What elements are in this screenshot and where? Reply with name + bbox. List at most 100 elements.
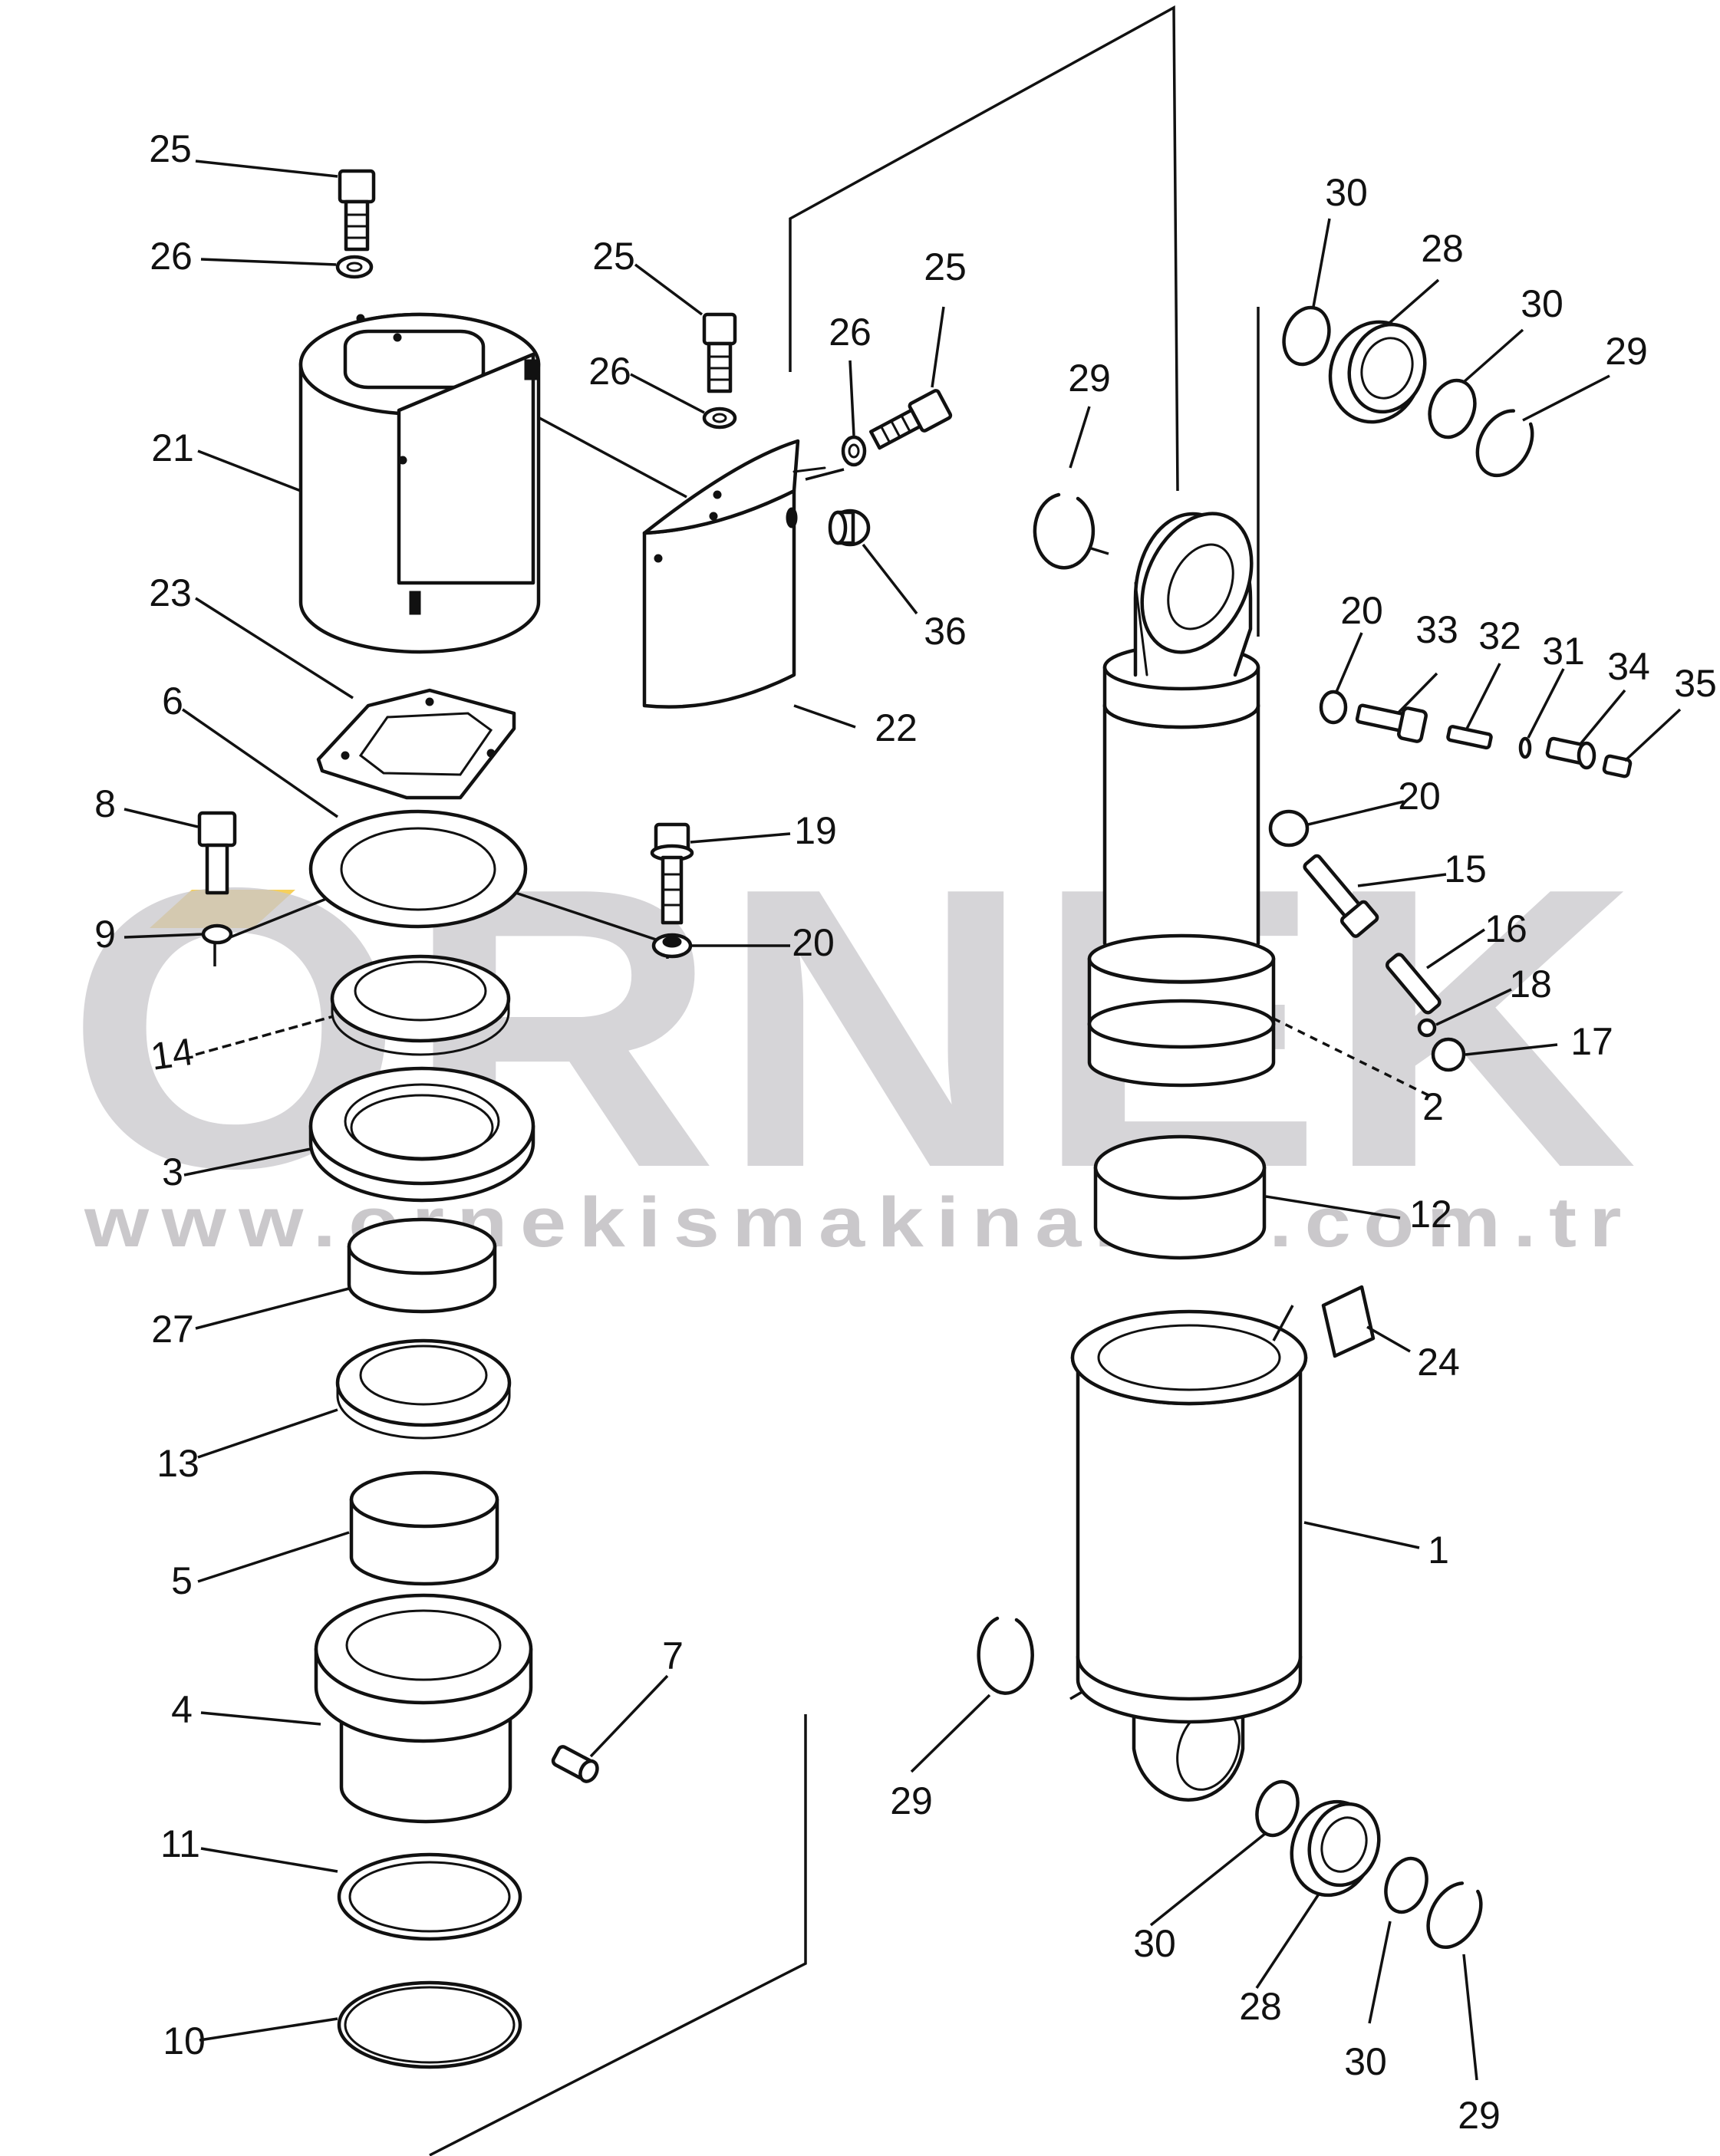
label-30-lower-right: 30: [1344, 2040, 1387, 2083]
cover-22: [642, 439, 826, 709]
washer-9: [201, 923, 233, 945]
bolt-19: [650, 822, 694, 925]
seal-30-lower-left: [1255, 1779, 1300, 1838]
snap-ring-29-top-right: [1475, 409, 1534, 478]
valve-16: [1386, 953, 1442, 1015]
label-24: 24: [1417, 1341, 1460, 1384]
label-32: 32: [1478, 614, 1521, 657]
label-3: 3: [162, 1150, 183, 1193]
label-20-lower-right: 20: [1398, 775, 1441, 818]
label-22: 22: [875, 706, 918, 749]
washer-20-lower-right: [1268, 809, 1310, 848]
label-9: 9: [94, 913, 116, 956]
washer-26-upper-left: [335, 255, 374, 279]
seal-13: [335, 1338, 512, 1440]
label-29-top-left: 29: [1068, 357, 1111, 400]
fitting-33: [1355, 703, 1428, 743]
label-15: 15: [1444, 848, 1487, 890]
watermark: ORNEK www.ornekismakinalari.com.tr: [65, 805, 1638, 1262]
ring-17: [1431, 1037, 1466, 1072]
bushing-27: [347, 1217, 497, 1314]
label-4: 4: [171, 1688, 193, 1731]
label-27: 27: [151, 1308, 194, 1351]
label-7: 7: [662, 1634, 684, 1677]
label-36: 36: [924, 610, 967, 653]
seal-14: [330, 954, 511, 1056]
label-31: 31: [1542, 630, 1585, 673]
label-2: 2: [1422, 1085, 1444, 1128]
label-20-left: 20: [792, 921, 835, 964]
label-19: 19: [794, 809, 837, 852]
plug-7: [551, 1745, 599, 1783]
label-5: 5: [171, 1559, 193, 1602]
label-16: 16: [1484, 907, 1527, 950]
bolt-25-middle: [702, 312, 737, 393]
label-17: 17: [1570, 1020, 1613, 1063]
ring-10: [337, 1980, 522, 2069]
label-11: 11: [160, 1822, 200, 1865]
retainer-3: [308, 1066, 535, 1203]
seal-30-top-left: [1282, 305, 1331, 367]
bearing-28-top: [1328, 320, 1427, 424]
watermark-url: www.ornekismakinalari.com.tr: [84, 1183, 1634, 1262]
label-6: 6: [162, 680, 183, 723]
cap-35: [1602, 754, 1633, 778]
label-18: 18: [1509, 963, 1552, 1006]
gasket-23: [316, 688, 516, 800]
bolt-25-horizontal: [868, 389, 953, 450]
label-12: 12: [1409, 1193, 1452, 1236]
label-26-right: 26: [829, 311, 872, 354]
shim-6: [308, 809, 528, 929]
label-25-middle: 25: [592, 235, 635, 278]
label-34: 34: [1607, 645, 1650, 688]
washer-20-left: [651, 933, 693, 959]
label-26-middle: 26: [588, 350, 631, 393]
label-29-lower-left: 29: [890, 1779, 933, 1822]
washer-20-upper-right: [1319, 690, 1348, 725]
cover-21: [298, 312, 541, 654]
label-30-top-left: 30: [1325, 171, 1368, 214]
label-30-lower-left: 30: [1133, 1922, 1176, 1965]
bushing-12: [1093, 1134, 1267, 1260]
o-ring-11: [337, 1852, 522, 1941]
label-23: 23: [149, 571, 192, 614]
bolt-8: [197, 811, 237, 895]
part-drawings: [197, 169, 1633, 2069]
label-8: 8: [94, 782, 116, 825]
guide-4: [314, 1593, 533, 1824]
cylinder-1: [1070, 1309, 1308, 1802]
label-21: 21: [151, 426, 194, 469]
label-35: 35: [1674, 662, 1717, 705]
label-28-bottom: 28: [1239, 1985, 1282, 2028]
fitting-15: [1303, 854, 1379, 938]
label-30-top-right: 30: [1521, 282, 1563, 325]
snap-ring-29-top-left: [1033, 492, 1096, 570]
bearing-28-bottom: [1290, 1799, 1381, 1898]
label-1: 1: [1428, 1529, 1449, 1572]
valve-32: [1446, 725, 1493, 750]
plug-34: [1545, 736, 1596, 770]
piston-rod-2: [1087, 512, 1276, 1088]
ball-18: [1417, 1018, 1437, 1038]
label-29-lower-right: 29: [1458, 2094, 1501, 2137]
watermark-accent-shape: [150, 890, 295, 928]
leader-lines: [124, 160, 1682, 2081]
bolt-25-upper-left: [338, 169, 376, 252]
plug-36: [828, 509, 871, 547]
part-labels: 25 26 21 25 26 26 25 22 36 23 6 8 9 19 2…: [94, 127, 1717, 2137]
snap-ring-29-lower-left: [977, 1616, 1034, 1695]
label-33: 33: [1415, 608, 1458, 651]
snap-ring-29-lower-right: [1426, 1881, 1483, 1950]
plate-24: [1321, 1285, 1376, 1358]
label-14: 14: [148, 1030, 196, 1078]
bushing-5: [349, 1470, 499, 1586]
label-29-top-right: 29: [1605, 330, 1648, 373]
label-26-upper-left: 26: [150, 235, 193, 278]
washer-26-right: [841, 435, 867, 467]
label-10: 10: [163, 2019, 206, 2062]
label-20-upper-right: 20: [1340, 589, 1383, 632]
washer-26-middle: [702, 407, 737, 430]
label-25-upper-left: 25: [149, 127, 192, 170]
label-28-top: 28: [1421, 227, 1464, 270]
